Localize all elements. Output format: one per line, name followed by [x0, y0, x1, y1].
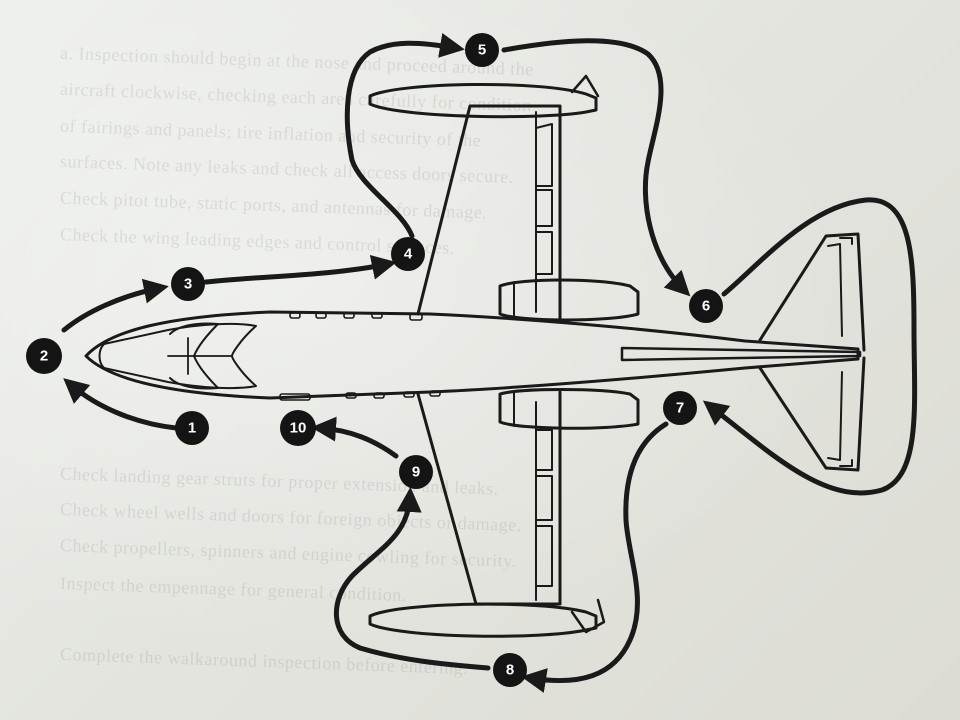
right-wing [368, 388, 640, 638]
right-tip-tank [368, 602, 598, 638]
tail-section [620, 232, 866, 472]
arrow-5-to-6 [501, 38, 691, 297]
marker-9[interactable]: 9 [399, 455, 433, 489]
marker-1[interactable]: 1 [175, 411, 209, 445]
tail-boom [620, 346, 862, 362]
svg-text:6: 6 [702, 298, 710, 315]
right-engine-nacelle [498, 388, 640, 430]
nose-cone [98, 343, 105, 369]
arrow-4-to-5 [344, 33, 465, 239]
arrow-6-to-7 [702, 197, 918, 496]
marker-10[interactable]: 10 [280, 410, 316, 446]
cockpit-window-lower [169, 355, 219, 390]
left-wing [368, 74, 640, 322]
arrow-8-to-9 [333, 487, 491, 671]
svg-text:8: 8 [506, 662, 514, 679]
marker-6[interactable]: 6 [689, 289, 723, 323]
marker-4[interactable]: 4 [391, 237, 425, 271]
walkaround-path [61, 33, 918, 693]
marker-8[interactable]: 8 [493, 653, 527, 687]
left-engine-nacelle [498, 278, 640, 322]
svg-text:5: 5 [478, 42, 486, 59]
aircraft-drawing [84, 74, 866, 638]
arrow-9-to-10 [311, 416, 399, 459]
svg-text:1: 1 [188, 420, 196, 437]
left-tip-tank [368, 82, 598, 119]
marker-5[interactable]: 5 [465, 33, 499, 67]
marker-2[interactable]: 2 [26, 338, 62, 374]
arrow-1-to-2 [63, 378, 179, 431]
svg-text:3: 3 [184, 276, 192, 293]
arrow-7-to-8 [521, 421, 669, 693]
svg-text:10: 10 [290, 420, 307, 437]
svg-text:2: 2 [40, 348, 48, 365]
fuselage-outline [84, 310, 860, 400]
svg-text:9: 9 [412, 464, 420, 481]
svg-text:4: 4 [404, 246, 413, 263]
cockpit-window-upper [169, 322, 219, 357]
marker-3[interactable]: 3 [171, 267, 205, 301]
arrow-3-to-4 [203, 254, 397, 285]
marker-7[interactable]: 7 [663, 391, 697, 425]
arrow-2-to-3 [61, 278, 169, 333]
inspection-markers: 1 2 3 4 5 6 7 [26, 33, 723, 687]
svg-text:7: 7 [676, 400, 684, 417]
cabin-windows [279, 312, 441, 401]
